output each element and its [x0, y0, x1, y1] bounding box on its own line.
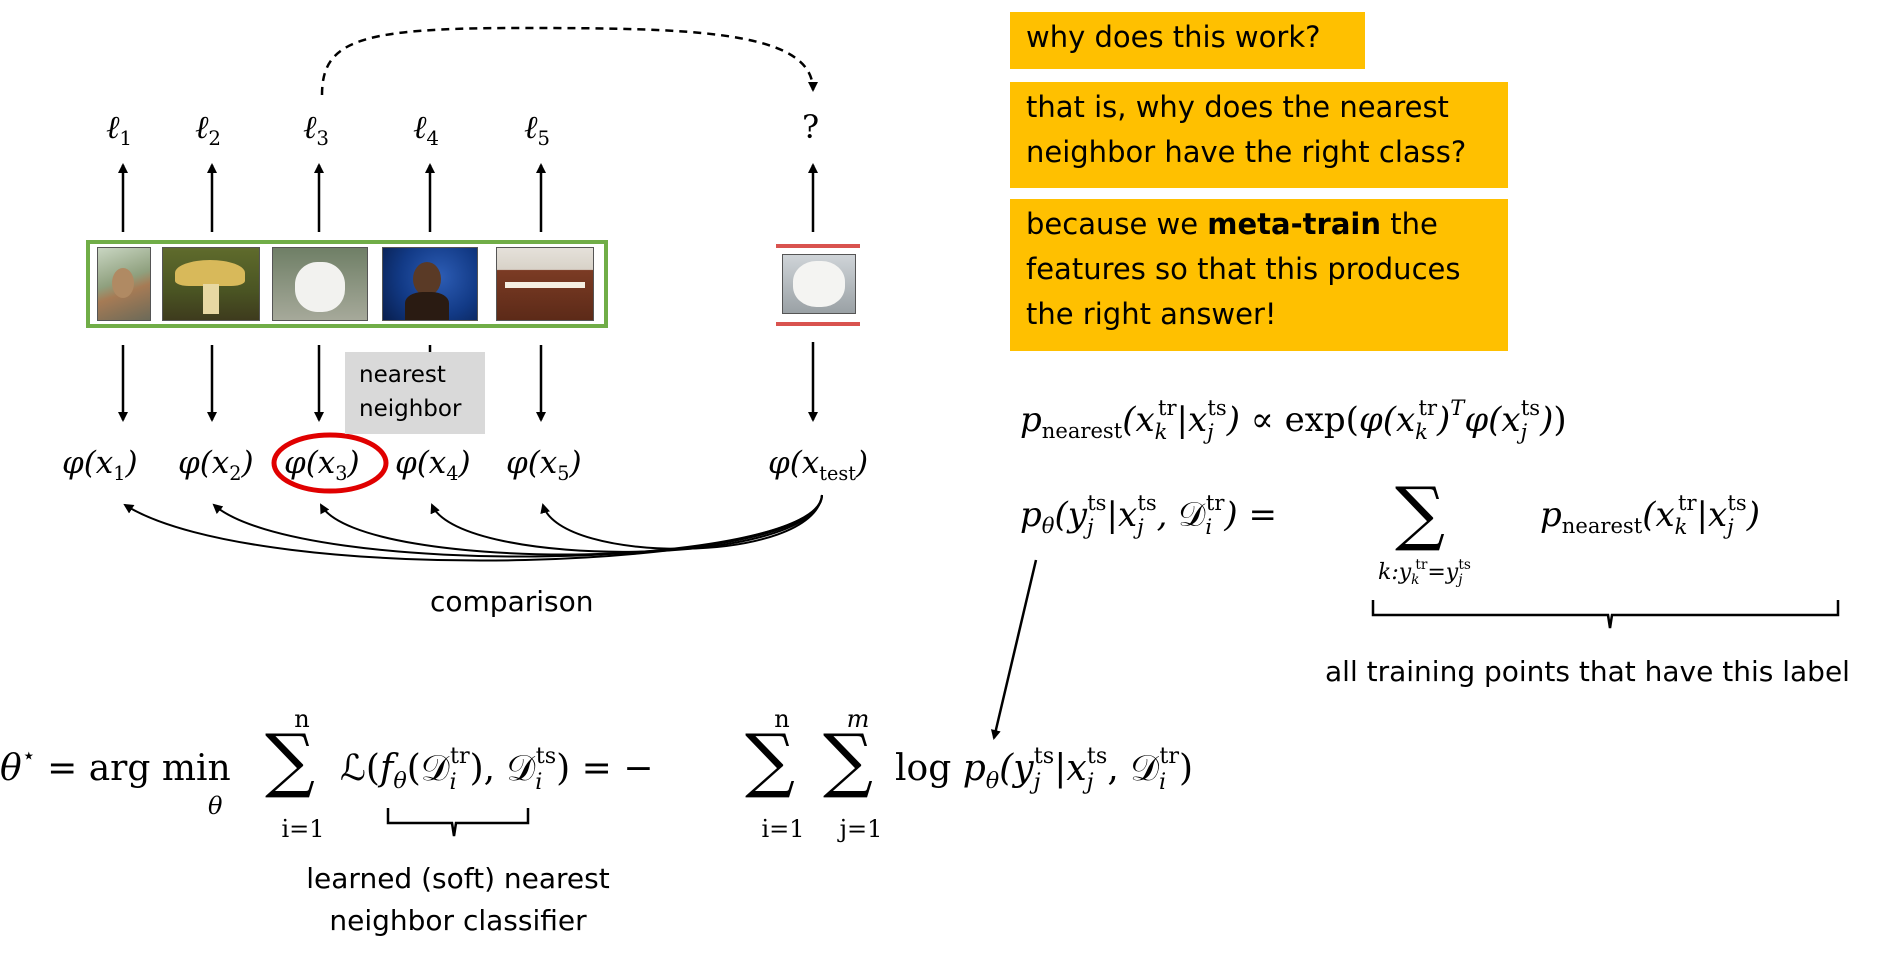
label-5: ℓ5 — [524, 108, 550, 150]
caption-learned-1: learned (soft) nearest — [306, 862, 610, 895]
sum2-top: n — [774, 705, 790, 733]
note-because: because we meta-train the features so th… — [1010, 199, 1508, 351]
eq-loss: ℒ(fθ(𝒟itr), 𝒟its) = − — [340, 743, 654, 795]
embedding-1: φ(x1) — [62, 445, 138, 485]
test-top-bar — [776, 244, 860, 248]
note-because-bold: meta-train — [1207, 207, 1381, 241]
label-3: ℓ3 — [303, 108, 329, 150]
eq-p-theta-lhs: pθ(yjts|xjts, 𝒟itr) = — [1020, 490, 1277, 540]
sum-brace — [1371, 600, 1840, 629]
sum1-top: n — [294, 705, 310, 733]
nearest-neighbor-box: nearest neighbor — [345, 352, 485, 434]
note-that-is: that is, why does the nearest neighbor h… — [1010, 82, 1508, 188]
test-bottom-bar — [776, 322, 860, 326]
embedding-test: φ(xtest) — [768, 445, 869, 485]
eq-p-nearest: pnearest(xktr|xjts) ∝ exp(φ(xktr)Tφ(xjts… — [1020, 395, 1567, 445]
label-4: ℓ4 — [413, 108, 439, 150]
singer-image — [382, 247, 478, 321]
label-2: ℓ2 — [195, 108, 221, 150]
eq-theta-star: θ⋆ = arg min — [0, 743, 231, 789]
eq-log-p: log pθ(yjts|xjts, 𝒟itr) — [895, 743, 1194, 795]
label-1: ℓ1 — [106, 108, 132, 150]
sum3-top: m — [846, 705, 870, 733]
eq-p-theta-rhs: pnearest(xktr|xjts) — [1540, 490, 1760, 540]
embedding-3: φ(x3) — [284, 445, 360, 485]
sum3-symbol: ∑ — [823, 719, 873, 801]
caption-all-training: all training points that have this label — [1325, 655, 1850, 688]
dog-image — [272, 247, 368, 321]
note-because-post: the features so that this produces the r… — [1026, 207, 1461, 331]
caption-learned-2: neighbor classifier — [329, 904, 587, 937]
note-why: why does this work? — [1010, 12, 1365, 69]
sum-limit: k:yktr=yjts — [1378, 556, 1471, 589]
support-set-frame — [86, 240, 608, 328]
label-unknown: ? — [802, 108, 820, 146]
sum1-bottom: i=1 — [281, 815, 325, 843]
label-arrows — [118, 163, 818, 232]
piano-image — [496, 247, 594, 321]
caption-learned: learned (soft) nearest neighbor classifi… — [268, 858, 648, 942]
classifier-brace — [386, 808, 530, 837]
dashed-copy-arrow — [320, 26, 818, 96]
comparison-curves — [123, 494, 824, 562]
sum2-symbol: ∑ — [745, 719, 795, 801]
comparison-label: comparison — [430, 585, 594, 618]
sum-symbol: ∑ — [1395, 472, 1445, 554]
bird-image — [97, 247, 151, 321]
sum3-bottom: j=1 — [839, 815, 883, 843]
mushroom-image — [162, 247, 260, 321]
note-because-pre: because we — [1026, 207, 1199, 241]
embedding-4: φ(x4) — [395, 445, 471, 485]
argmin-subscript: θ — [208, 792, 223, 820]
nearest-circle — [271, 432, 389, 494]
sum1-symbol: ∑ — [265, 719, 315, 801]
sum2-bottom: i=1 — [761, 815, 805, 843]
test-dog-image — [782, 254, 856, 314]
embedding-5: φ(x5) — [506, 445, 582, 485]
link-arrow — [990, 559, 1038, 740]
embedding-2: φ(x2) — [178, 445, 254, 485]
